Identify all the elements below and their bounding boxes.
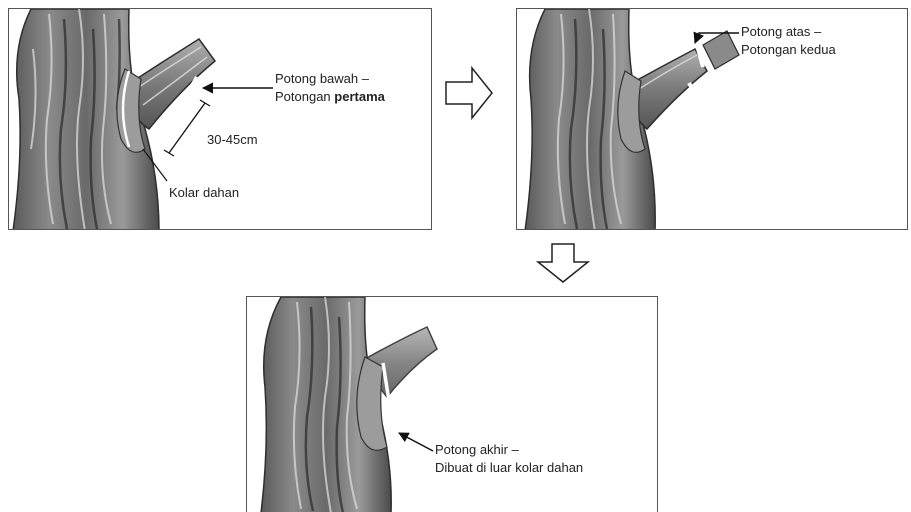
- pointer-arrow-final-cut: [399, 433, 433, 451]
- label-cut-desc: Dibuat di luar kolar dahan: [435, 459, 583, 476]
- label-branch-collar: Kolar dahan: [169, 184, 239, 201]
- tree-illustration-3: [247, 297, 658, 512]
- label-cut-title: Potong akhir –: [435, 441, 519, 458]
- label-cut-desc: Potongan kedua: [741, 41, 836, 58]
- label-cut-title: Potong bawah –: [275, 70, 369, 87]
- label-distance: 30-45cm: [207, 131, 258, 148]
- panel-step-3-final-cut: Potong akhir – Dibuat di luar kolar daha…: [246, 296, 658, 512]
- tree-illustration-2: [517, 9, 908, 230]
- panel-step-1-lower-cut: Potong bawah – Potongan pertama 30-45cm …: [8, 8, 432, 230]
- flow-arrow-right-icon: [444, 66, 494, 120]
- distance-line: [169, 103, 205, 153]
- label-cut-title: Potong atas –: [741, 23, 821, 40]
- flow-arrow-down-icon: [536, 242, 590, 284]
- label-cut-desc: Potongan pertama: [275, 88, 385, 105]
- panel-step-2-upper-cut: Potong atas – Potongan kedua: [516, 8, 908, 230]
